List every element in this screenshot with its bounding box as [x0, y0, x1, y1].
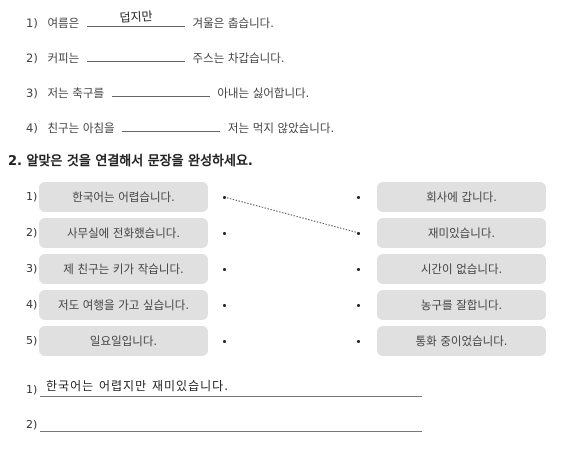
sentence-after: 저는 먹지 않았습니다. — [227, 121, 335, 135]
right-connect-dot-2[interactable] — [357, 232, 360, 235]
left-connect-dot-4[interactable] — [223, 304, 226, 307]
right-clause-3[interactable]: 시간이 없습니다. — [377, 254, 546, 284]
left-item-number-2: 2) — [26, 226, 38, 239]
fill-row-3: 3) 저는 축구를 아내는 싫어합니다. — [26, 82, 309, 102]
left-clause-1[interactable]: 한국어는 어렵습니다. — [39, 182, 208, 212]
left-item-number-1: 1) — [26, 190, 38, 203]
left-item-number-3: 3) — [26, 262, 38, 275]
answer-blank[interactable] — [86, 47, 185, 62]
answer-blank[interactable]: 덥지만 — [86, 9, 185, 27]
item-number: 3) — [26, 86, 38, 100]
right-connect-dot-3[interactable] — [357, 268, 360, 271]
answer-line-1[interactable] — [40, 395, 422, 397]
right-connect-dot-5[interactable] — [357, 340, 360, 343]
sentence-before: 저는 축구를 — [47, 86, 105, 100]
fill-row-1: 1) 여름은 덥지만 겨울은 춥습니다. — [26, 9, 274, 32]
sentence-before: 친구는 아침을 — [47, 121, 115, 135]
handwritten-sentence-1: 한국어는 어렵지만 재미있습니다. — [46, 379, 230, 393]
answer-blank[interactable] — [111, 82, 210, 97]
sentence-before: 여름은 — [47, 16, 80, 30]
right-clause-1[interactable]: 회사에 갑니다. — [377, 182, 546, 212]
left-item-number-4: 4) — [26, 298, 38, 311]
left-connect-dot-1[interactable] — [223, 196, 226, 199]
right-connect-dot-1[interactable] — [357, 196, 360, 199]
fill-row-4: 4) 친구는 아침을 저는 먹지 않았습니다. — [26, 117, 334, 137]
answer-blank[interactable] — [122, 117, 221, 132]
item-number: 4) — [26, 121, 38, 135]
answer-line-2[interactable] — [40, 430, 422, 432]
item-number: 2) — [26, 51, 38, 65]
left-item-number-5: 5) — [26, 334, 38, 347]
sentence-before: 커피는 — [47, 51, 80, 65]
answer-number-1: 1) — [26, 383, 38, 396]
sentence-after: 아내는 싫어합니다. — [217, 86, 310, 100]
left-connect-dot-5[interactable] — [223, 340, 226, 343]
right-clause-2[interactable]: 재미있습니다. — [377, 218, 546, 248]
left-clause-2[interactable]: 사무실에 전화했습니다. — [39, 218, 208, 248]
fill-row-2: 2) 커피는 주스는 차갑습니다. — [26, 47, 284, 67]
left-connect-dot-2[interactable] — [223, 232, 226, 235]
left-clause-3[interactable]: 제 친구는 키가 작습니다. — [39, 254, 208, 284]
right-clause-5[interactable]: 통화 중이었습니다. — [377, 326, 546, 356]
left-connect-dot-3[interactable] — [223, 268, 226, 271]
item-number: 1) — [26, 16, 38, 30]
answer-number-2: 2) — [26, 418, 38, 431]
sentence-after: 겨울은 춥습니다. — [192, 16, 274, 30]
sentence-after: 주스는 차갑습니다. — [192, 51, 285, 65]
left-clause-4[interactable]: 저도 여행을 가고 싶습니다. — [39, 290, 208, 320]
right-connect-dot-4[interactable] — [357, 304, 360, 307]
left-clause-5[interactable]: 일요일입니다. — [39, 326, 208, 356]
section-title: 2. 알맞은 것을 연결해서 문장을 완성하세요. — [8, 154, 253, 169]
right-clause-4[interactable]: 농구를 잘합니다. — [377, 290, 546, 320]
